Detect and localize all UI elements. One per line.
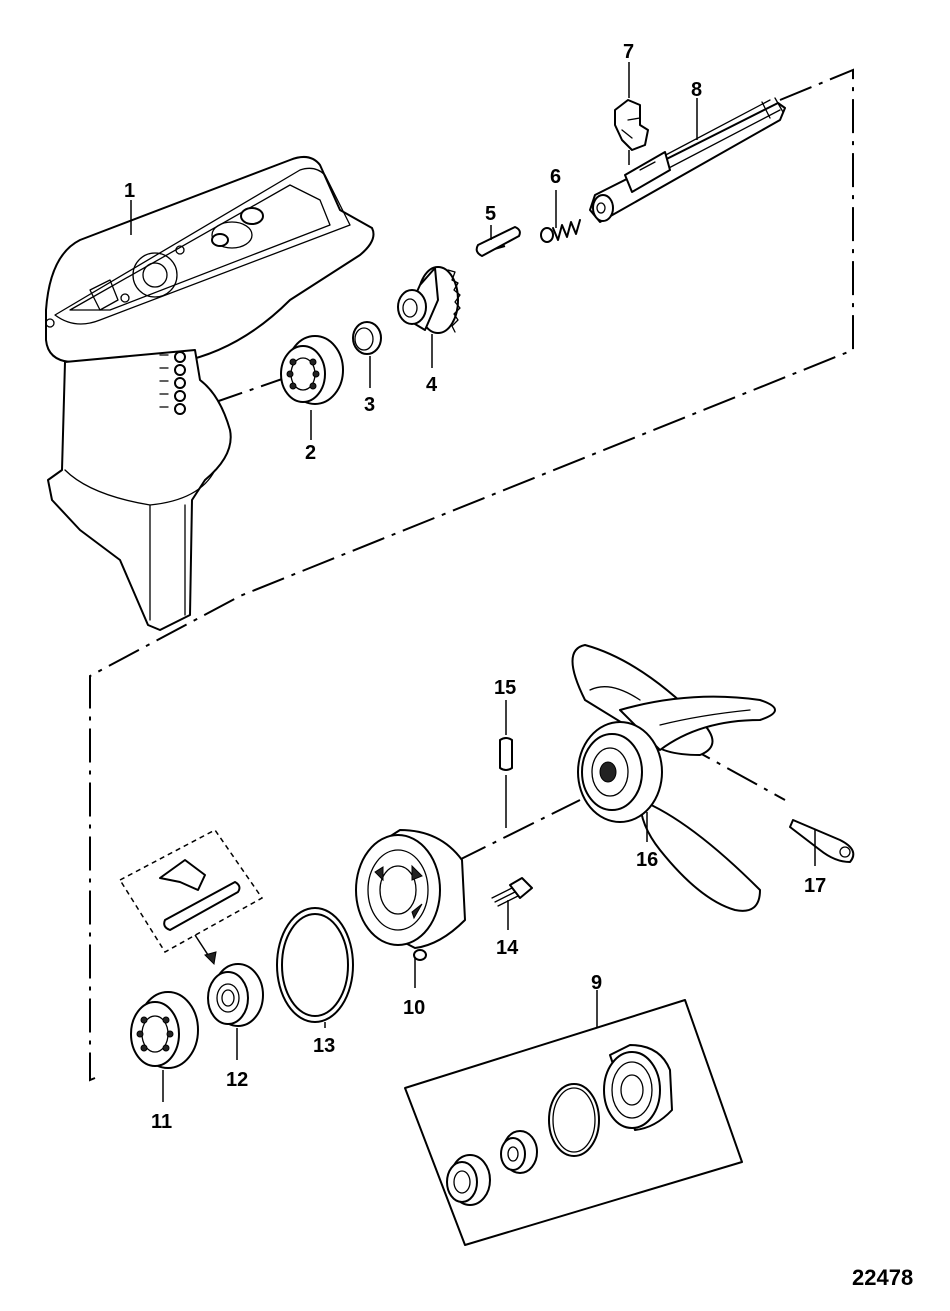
bearing-part-12 xyxy=(207,963,264,1027)
callout-3: 3 xyxy=(364,394,375,416)
callout-2: 2 xyxy=(305,442,316,464)
kit-box-part-9 xyxy=(404,999,743,1246)
callout-12: 12 xyxy=(226,1069,248,1091)
shift-cam-part-7 xyxy=(614,99,649,151)
gear-housing-part xyxy=(45,155,375,631)
callout-8: 8 xyxy=(691,79,702,101)
washer-part-3 xyxy=(352,321,382,355)
bearing-part-11 xyxy=(130,991,199,1069)
callout-7: 7 xyxy=(623,41,634,63)
callout-1: 1 xyxy=(124,180,135,202)
assembly-centerlines xyxy=(89,68,854,1082)
callout-9: 9 xyxy=(591,972,602,994)
bolt-part-14 xyxy=(491,877,533,907)
pinion-gear-part-4 xyxy=(397,266,461,334)
propeller-part-16 xyxy=(571,644,776,912)
cotter-pin-part-17 xyxy=(789,819,855,863)
callout-11: 11 xyxy=(151,1111,172,1133)
bearing-carrier-part-10 xyxy=(355,829,466,961)
pin-part-15 xyxy=(499,737,513,771)
callout-15: 15 xyxy=(494,677,516,699)
o-ring-part-13 xyxy=(276,907,354,1023)
callout-14: 14 xyxy=(496,937,519,959)
callout-6: 6 xyxy=(550,166,561,188)
shaft-part-8 xyxy=(589,97,786,223)
callout-13: 13 xyxy=(313,1035,335,1057)
leader-lines xyxy=(130,62,816,1102)
bearing-part-2 xyxy=(280,335,344,405)
callout-16: 16 xyxy=(636,849,658,871)
figure-number: 22478 xyxy=(852,1265,913,1290)
callout-labels: 1 2 3 4 5 6 7 8 9 10 11 12 13 14 15 16 1… xyxy=(124,41,913,1290)
callout-5: 5 xyxy=(485,203,496,225)
callout-4: 4 xyxy=(426,374,438,396)
pin-part-5 xyxy=(475,226,521,257)
inset-clutch-detail xyxy=(118,829,264,966)
callout-17: 17 xyxy=(804,875,826,897)
spring-part-6 xyxy=(540,219,581,243)
callout-10: 10 xyxy=(403,997,425,1019)
